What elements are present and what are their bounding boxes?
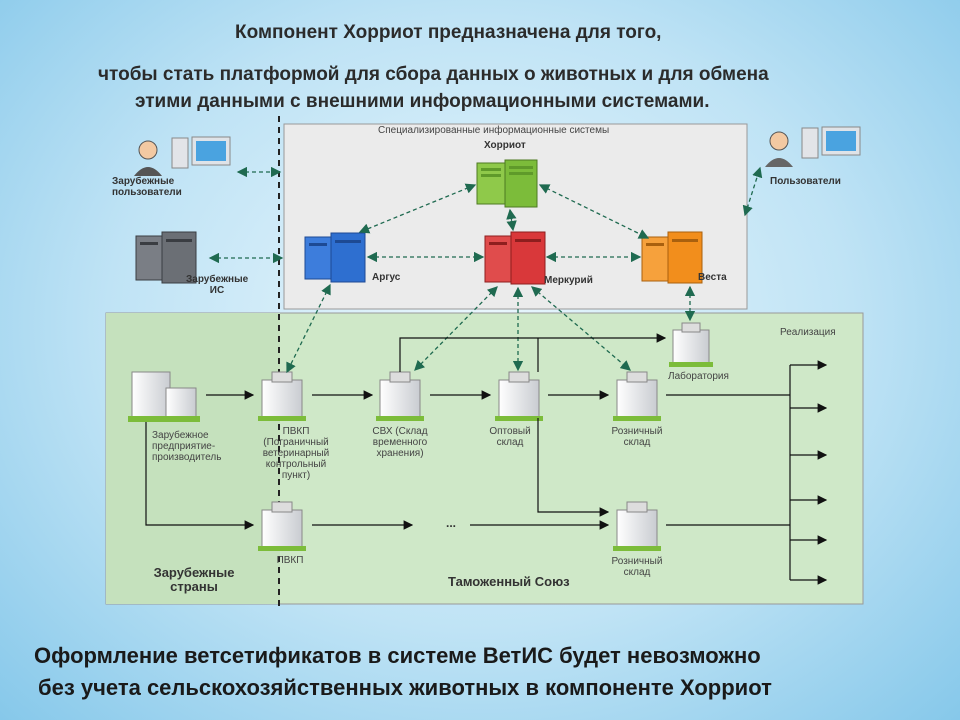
foreign-users-label: Зарубежные пользователи — [112, 176, 182, 198]
continuation-dots: ... — [446, 516, 457, 530]
title-line-1: Компонент Хорриот предназначена для того… — [235, 22, 662, 43]
building-icon-wholesale — [495, 371, 543, 421]
building-icon-retail2 — [613, 501, 661, 551]
building-icon-svh — [376, 371, 424, 421]
realization-label: Реализация — [780, 327, 836, 338]
data-exchange-links — [208, 166, 763, 374]
users-label: Пользователи — [770, 176, 841, 187]
foreign-users-icon — [134, 136, 231, 176]
building-icon-producer — [128, 371, 200, 422]
bottom-line-1: Оформление ветсетификатов в системе ВетИ… — [34, 643, 761, 668]
server-icon-horriot — [476, 159, 538, 208]
laboratory-label: Лаборатория — [668, 371, 729, 382]
vesta-label: Веста — [698, 272, 727, 283]
goods-flow-arrows — [145, 333, 828, 585]
svh-label: СВХ (Склад временного хранения) — [372, 426, 428, 459]
customs-union-label: Таможенный Союз — [448, 574, 570, 589]
foreign-countries-label: Зарубежные страны — [153, 565, 235, 594]
title-line-2: чтобы стать платформой для сбора данных … — [98, 64, 769, 85]
bottom-line-2: без учета сельскохозяйственных животных … — [38, 675, 772, 700]
horriot-label: Хорриот — [484, 140, 526, 151]
foreign-producer-label: Зарубежное предприятие-производитель — [152, 430, 222, 463]
retail2-label: Розничный склад — [611, 556, 663, 578]
pvkp-label: ПВКП — [276, 555, 304, 566]
server-icon-vesta — [641, 231, 703, 284]
foreign-is-label: Зарубежные ИС — [186, 274, 249, 296]
retail-label: Розничный склад — [611, 426, 663, 448]
specialized-systems-label: Специализированные информационные систем… — [378, 125, 610, 136]
server-icon-argus — [304, 232, 366, 283]
mercury-label: Меркурий — [544, 275, 593, 286]
users-icon — [765, 126, 861, 167]
building-icon-laboratory — [669, 322, 713, 367]
wholesale-label: Оптовый склад — [489, 426, 531, 448]
server-icon-mercury — [484, 231, 546, 285]
server-icon-foreign-is — [135, 231, 197, 284]
title-line-3: этими данными с внешними информационными… — [135, 91, 710, 112]
building-icon-pvkp2 — [258, 501, 306, 551]
building-icon-retail1 — [613, 371, 661, 421]
building-icon-pvkp1 — [258, 371, 306, 421]
argus-label: Аргус — [372, 272, 401, 283]
foreign-countries-region — [106, 313, 280, 604]
pvkp-full-label: ПВКП (Пограничный ветеринарный контрольн… — [262, 426, 330, 481]
